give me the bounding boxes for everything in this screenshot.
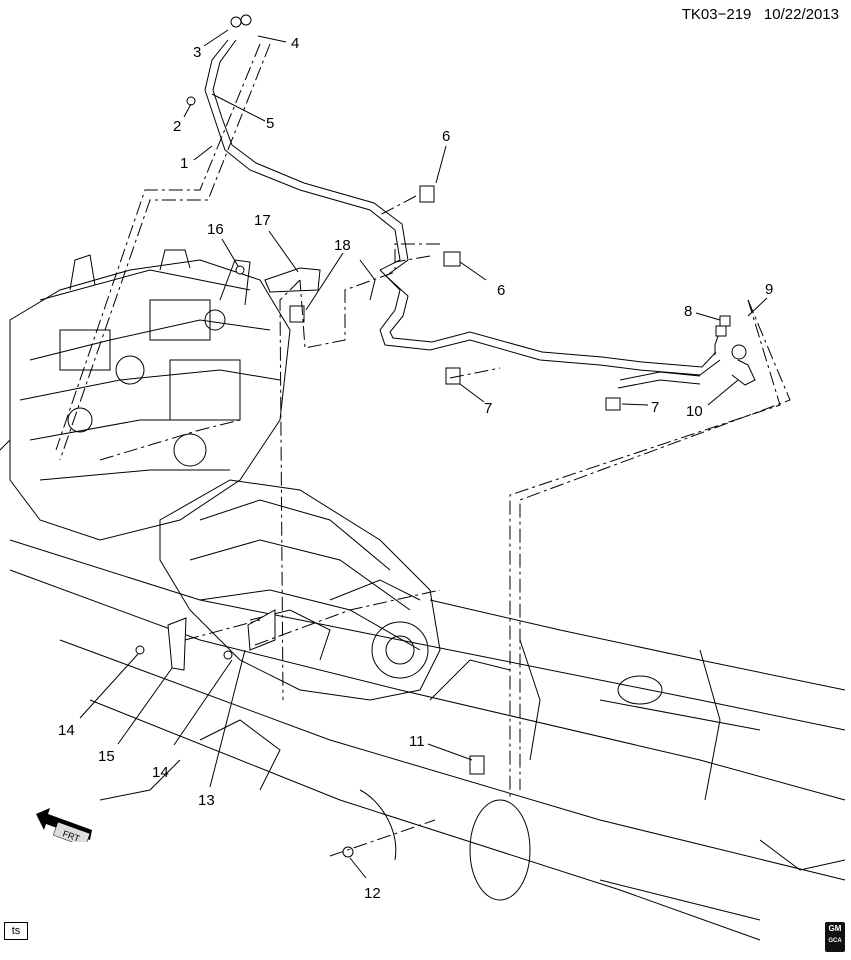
nut-12	[342, 846, 354, 858]
leader-lines	[79, 29, 768, 879]
callout-7-left: 7	[484, 400, 492, 417]
callout-14-right: 14	[152, 764, 169, 781]
callout-2: 2	[173, 118, 181, 135]
callout-14-left: 14	[58, 722, 75, 739]
callout-6-upper: 6	[442, 128, 450, 145]
bolt-2	[186, 96, 196, 106]
bracket-13	[247, 609, 276, 651]
callout-15: 15	[98, 748, 115, 765]
callout-7-right: 7	[651, 399, 659, 416]
fitting-8a	[719, 315, 731, 327]
callout-labels: 1 2 3 4 5 6 6 7 7 8 9 10 11 12 13 14 14 …	[58, 35, 773, 902]
callout-12: 12	[364, 885, 381, 902]
gm-logo: GM GCA	[825, 922, 845, 952]
transmission-drawing	[159, 479, 441, 701]
clip-11	[469, 755, 485, 775]
logo-text-bottom: GCA	[828, 938, 842, 944]
callout-3: 3	[193, 44, 201, 61]
bracket-15	[167, 617, 187, 671]
clip-7-right	[605, 397, 621, 411]
clip-18	[289, 305, 305, 323]
callout-17: 17	[254, 212, 271, 229]
fitting-8b	[715, 325, 727, 337]
arrow-icon: FRT	[36, 808, 92, 848]
callout-5: 5	[266, 115, 274, 132]
clips-brackets	[135, 14, 747, 858]
bolt-14-right	[223, 650, 233, 660]
pipe-assembly	[204, 39, 756, 389]
callout-1: 1	[180, 155, 188, 172]
engine-drawing	[0, 249, 291, 541]
callout-9: 9	[765, 281, 773, 298]
doc-date: 10/22/2013	[763, 6, 839, 23]
doc-id: TK03−219	[681, 6, 752, 23]
clip-6-upper	[419, 185, 435, 203]
callout-10: 10	[686, 403, 703, 420]
fitting-4	[240, 14, 252, 26]
callout-6-lower: 6	[497, 282, 505, 299]
callout-11: 11	[409, 733, 425, 750]
bolt-16	[235, 265, 245, 275]
frame-drawing	[9, 539, 846, 941]
callout-18: 18	[334, 237, 351, 254]
ts-label: ts	[11, 925, 21, 937]
callout-13: 13	[198, 792, 215, 809]
diagram-header: TK03−219 10/22/2013	[682, 6, 839, 23]
callout-16: 16	[207, 221, 224, 238]
bracket-17	[264, 267, 321, 293]
logo-text-top: GM	[828, 924, 842, 933]
ts-label-box: ts	[4, 922, 28, 940]
bolt-14-left	[135, 645, 145, 655]
clip-6-lower	[443, 251, 461, 267]
front-direction-arrow: FRT	[36, 808, 96, 848]
fitting-10	[731, 344, 747, 360]
phantom-lines	[55, 43, 791, 857]
callout-8: 8	[684, 303, 692, 320]
callout-4: 4	[291, 35, 299, 52]
fitting-3	[230, 16, 242, 28]
